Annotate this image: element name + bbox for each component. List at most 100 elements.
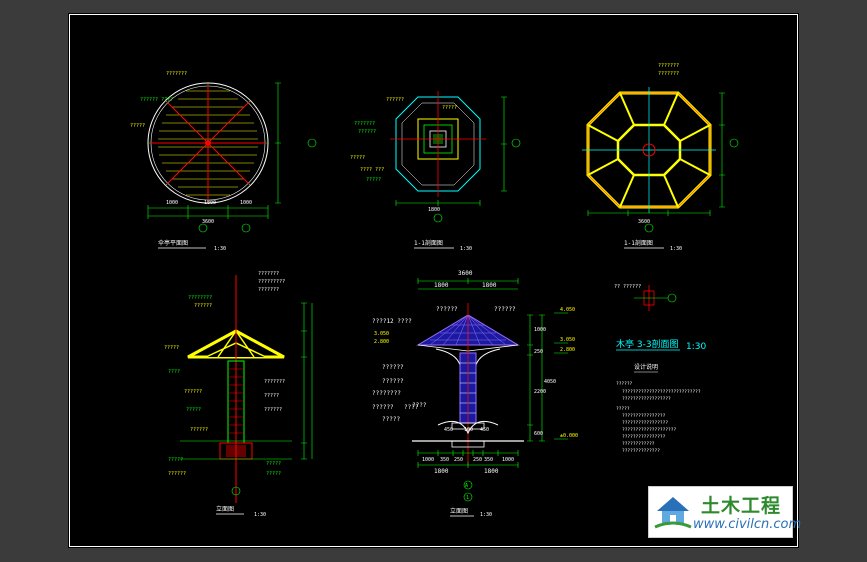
svg-text:3600: 3600 (202, 219, 214, 225)
dim-base-mid: 100 (464, 427, 473, 433)
svg-text:???????: ??????? (258, 287, 279, 293)
svg-text:?????: ????? (266, 471, 281, 477)
svg-text:1800: 1800 (428, 207, 440, 213)
svg-text:1000: 1000 (240, 200, 252, 206)
elev-zero: ±0.000 (560, 433, 578, 439)
view2-scale: 1:30 (460, 246, 472, 252)
dim-b1: 1000 (422, 457, 434, 463)
svg-text:??????: ?????? (190, 427, 208, 433)
label-q4: ?????? (382, 364, 404, 371)
dim-top-right: 1800 (482, 282, 497, 289)
dim-bottom-right: 1800 (484, 468, 499, 475)
cad-drawing: ??????? ?????? ???? ????? 1000 1800 1000… (69, 14, 798, 547)
svg-text:???????: ??????? (354, 121, 375, 127)
svg-text:?????????????????: ????????????????? (622, 420, 668, 426)
view3-title: 1-1剖面图 (624, 239, 653, 247)
svg-text:??????: ?????? (168, 471, 186, 477)
svg-text:???????: ??????? (264, 379, 285, 385)
view2-title: 1-1剖面图 (414, 239, 443, 247)
svg-text:???????: ??????? (658, 71, 679, 77)
dim-top-left: 1800 (434, 282, 449, 289)
frame-plan-view: ??????? ??????? 3600 1-1剖面图 1:30 (582, 63, 739, 252)
view4-title: 立面图 (216, 505, 234, 513)
svg-text:?????: ????? (442, 105, 457, 111)
drawing-sheet: ??????? ?????? ???? ????? 1000 1800 1000… (68, 13, 799, 548)
dim-b4: 250 (473, 457, 482, 463)
svg-text:????????????????: ???????????????? (622, 434, 666, 440)
label-q6: ???????? (372, 390, 401, 397)
view1-scale: 1:30 (214, 246, 226, 252)
axis-1-label: 1 (466, 495, 469, 501)
svg-text:?????: ????? (130, 123, 145, 129)
view6-scale: 1:30 (686, 342, 706, 352)
svg-text:?????: ????? (366, 177, 381, 183)
label-q2: ?????? (494, 306, 516, 313)
dim-base-left: 450 (444, 427, 453, 433)
sheet-border (69, 14, 798, 547)
svg-text:?????? ????: ?????? ???? (140, 97, 173, 103)
watermark-brand: 土木工程 (701, 495, 782, 517)
elev-left-2: 2.800 (374, 339, 389, 345)
svg-text:??????????????: ?????????????? (622, 448, 660, 454)
axis-a-label: A (465, 483, 468, 489)
svg-text:1800: 1800 (204, 200, 216, 206)
notes-lines: ?????? ????????????????????????????? ???… (616, 381, 701, 454)
watermark-url: www.civilcn.com (693, 517, 802, 532)
dim-h3: 2200 (534, 389, 546, 395)
svg-text:????????????: ???????????? (622, 441, 655, 447)
view5-title: 立面图 (450, 507, 468, 515)
svg-text:???????: ??????? (166, 71, 187, 77)
svg-text:??????????????????: ?????????????????? (622, 396, 671, 402)
dim-b5: 350 (484, 457, 493, 463)
svg-text:?????: ????? (350, 155, 365, 161)
svg-text:????????????????: ???????????????? (622, 413, 666, 419)
dim-b3: 250 (454, 457, 463, 463)
elev-left-1: 3.050 (374, 331, 389, 337)
view1-title: 伞亭平面图 (158, 239, 188, 247)
svg-text:?????: ????? (168, 457, 183, 463)
svg-text:??????: ?????? (358, 129, 376, 135)
svg-text:?????: ????? (164, 345, 179, 351)
dim-h-total: 4050 (544, 379, 556, 385)
dim-h2: 250 (534, 349, 543, 355)
svg-text:?????: ????? (266, 461, 281, 467)
svg-text:?????: ????? (186, 407, 201, 413)
svg-text:3600: 3600 (638, 219, 650, 225)
section-view: ???????? ?????? ??????? ????????? ??????… (164, 271, 313, 518)
elev-top: 4.050 (560, 307, 575, 313)
dim-b2: 350 (440, 457, 449, 463)
label-q3: ???? (412, 402, 427, 409)
svg-text:??????: ?????? (184, 389, 202, 395)
svg-text:???? ???: ???? ??? (360, 167, 384, 173)
svg-text:????: ???? (168, 369, 180, 375)
roof-plan-view: ??????? ?????? ???? ????? 1000 1800 1000… (130, 71, 317, 252)
dim-base-right: 450 (480, 427, 489, 433)
svg-text:?????: ????? (616, 406, 630, 412)
svg-text:?????: ????? (264, 393, 279, 399)
label-q5: ?????? (382, 378, 404, 385)
view5-scale: 1:30 (480, 512, 492, 518)
svg-text:?????????: ????????? (258, 279, 285, 285)
label-q8: ????12 ???? (372, 318, 412, 325)
view4-scale: 1:30 (254, 512, 266, 518)
detail-notes-view: ?? ?????? 木亭 3-3剖面图 1:30 设计说明 ?????? ???… (614, 284, 706, 454)
svg-text:???????: ??????? (258, 271, 279, 277)
base-plan-view: ?????? ????? ??????? ?????? ????? ???? ?… (350, 91, 521, 252)
svg-text:?? ??????: ?? ?????? (614, 284, 641, 290)
svg-text:????????: ???????? (188, 295, 212, 301)
label-q10: ????? (382, 416, 400, 423)
label-q1: ?????? (436, 306, 458, 313)
svg-text:??????: ?????? (616, 381, 633, 387)
dim-top: 3600 (458, 270, 473, 277)
dim-b6: 1000 (502, 457, 514, 463)
notes-title: 设计说明 (634, 363, 658, 371)
label-q9: ???? (404, 404, 419, 411)
svg-text:1000: 1000 (166, 200, 178, 206)
svg-text:??????: ?????? (194, 303, 212, 309)
svg-text:????????????????????: ???????????????????? (622, 427, 676, 433)
label-q7: ?????? (372, 404, 394, 411)
watermark-logo: 土木工程 www.civilcn.com (648, 486, 801, 538)
house-icon (654, 497, 692, 529)
dim-h1: 1000 (534, 327, 546, 333)
elevation-view: 3600 1800 1800 ?????? ?????? ????12 ????… (372, 270, 578, 518)
